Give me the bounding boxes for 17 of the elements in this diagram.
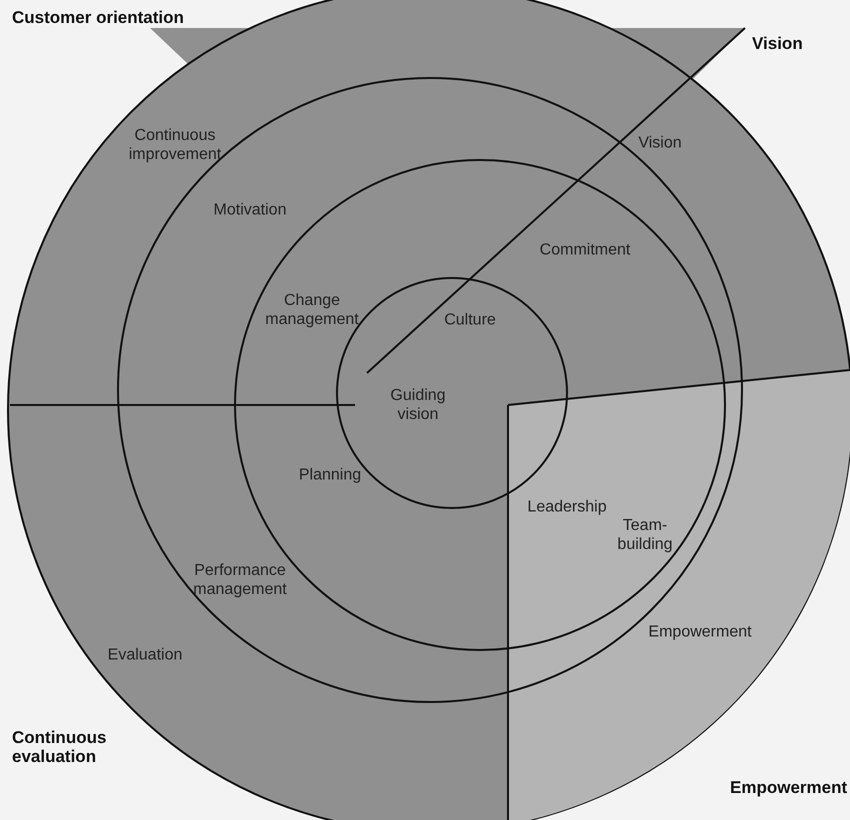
segment-label: Motivation [214,200,286,220]
segment-label: Planning [298,466,362,484]
segment-label: Empowerment [648,622,752,642]
segment-label: Leadership [527,498,607,516]
segment-label: Performance management [192,561,288,599]
segment-label: Continuous improvement [128,126,222,164]
segment-label: Guiding vision [389,386,447,424]
segment-label: Evaluation [108,646,182,664]
segment-label: Change management [264,291,360,329]
segment-label: Vision [638,134,682,152]
sector-heading: Customer orientation [12,8,184,27]
sector-heading: Empowerment [730,778,848,797]
segment-label: Culture [444,310,496,330]
segment-label: Commitment [540,240,630,260]
segment-label: Team-building [616,516,674,554]
sector-heading: Continuous evaluation [12,728,108,766]
sector-heading: Vision [752,34,803,53]
